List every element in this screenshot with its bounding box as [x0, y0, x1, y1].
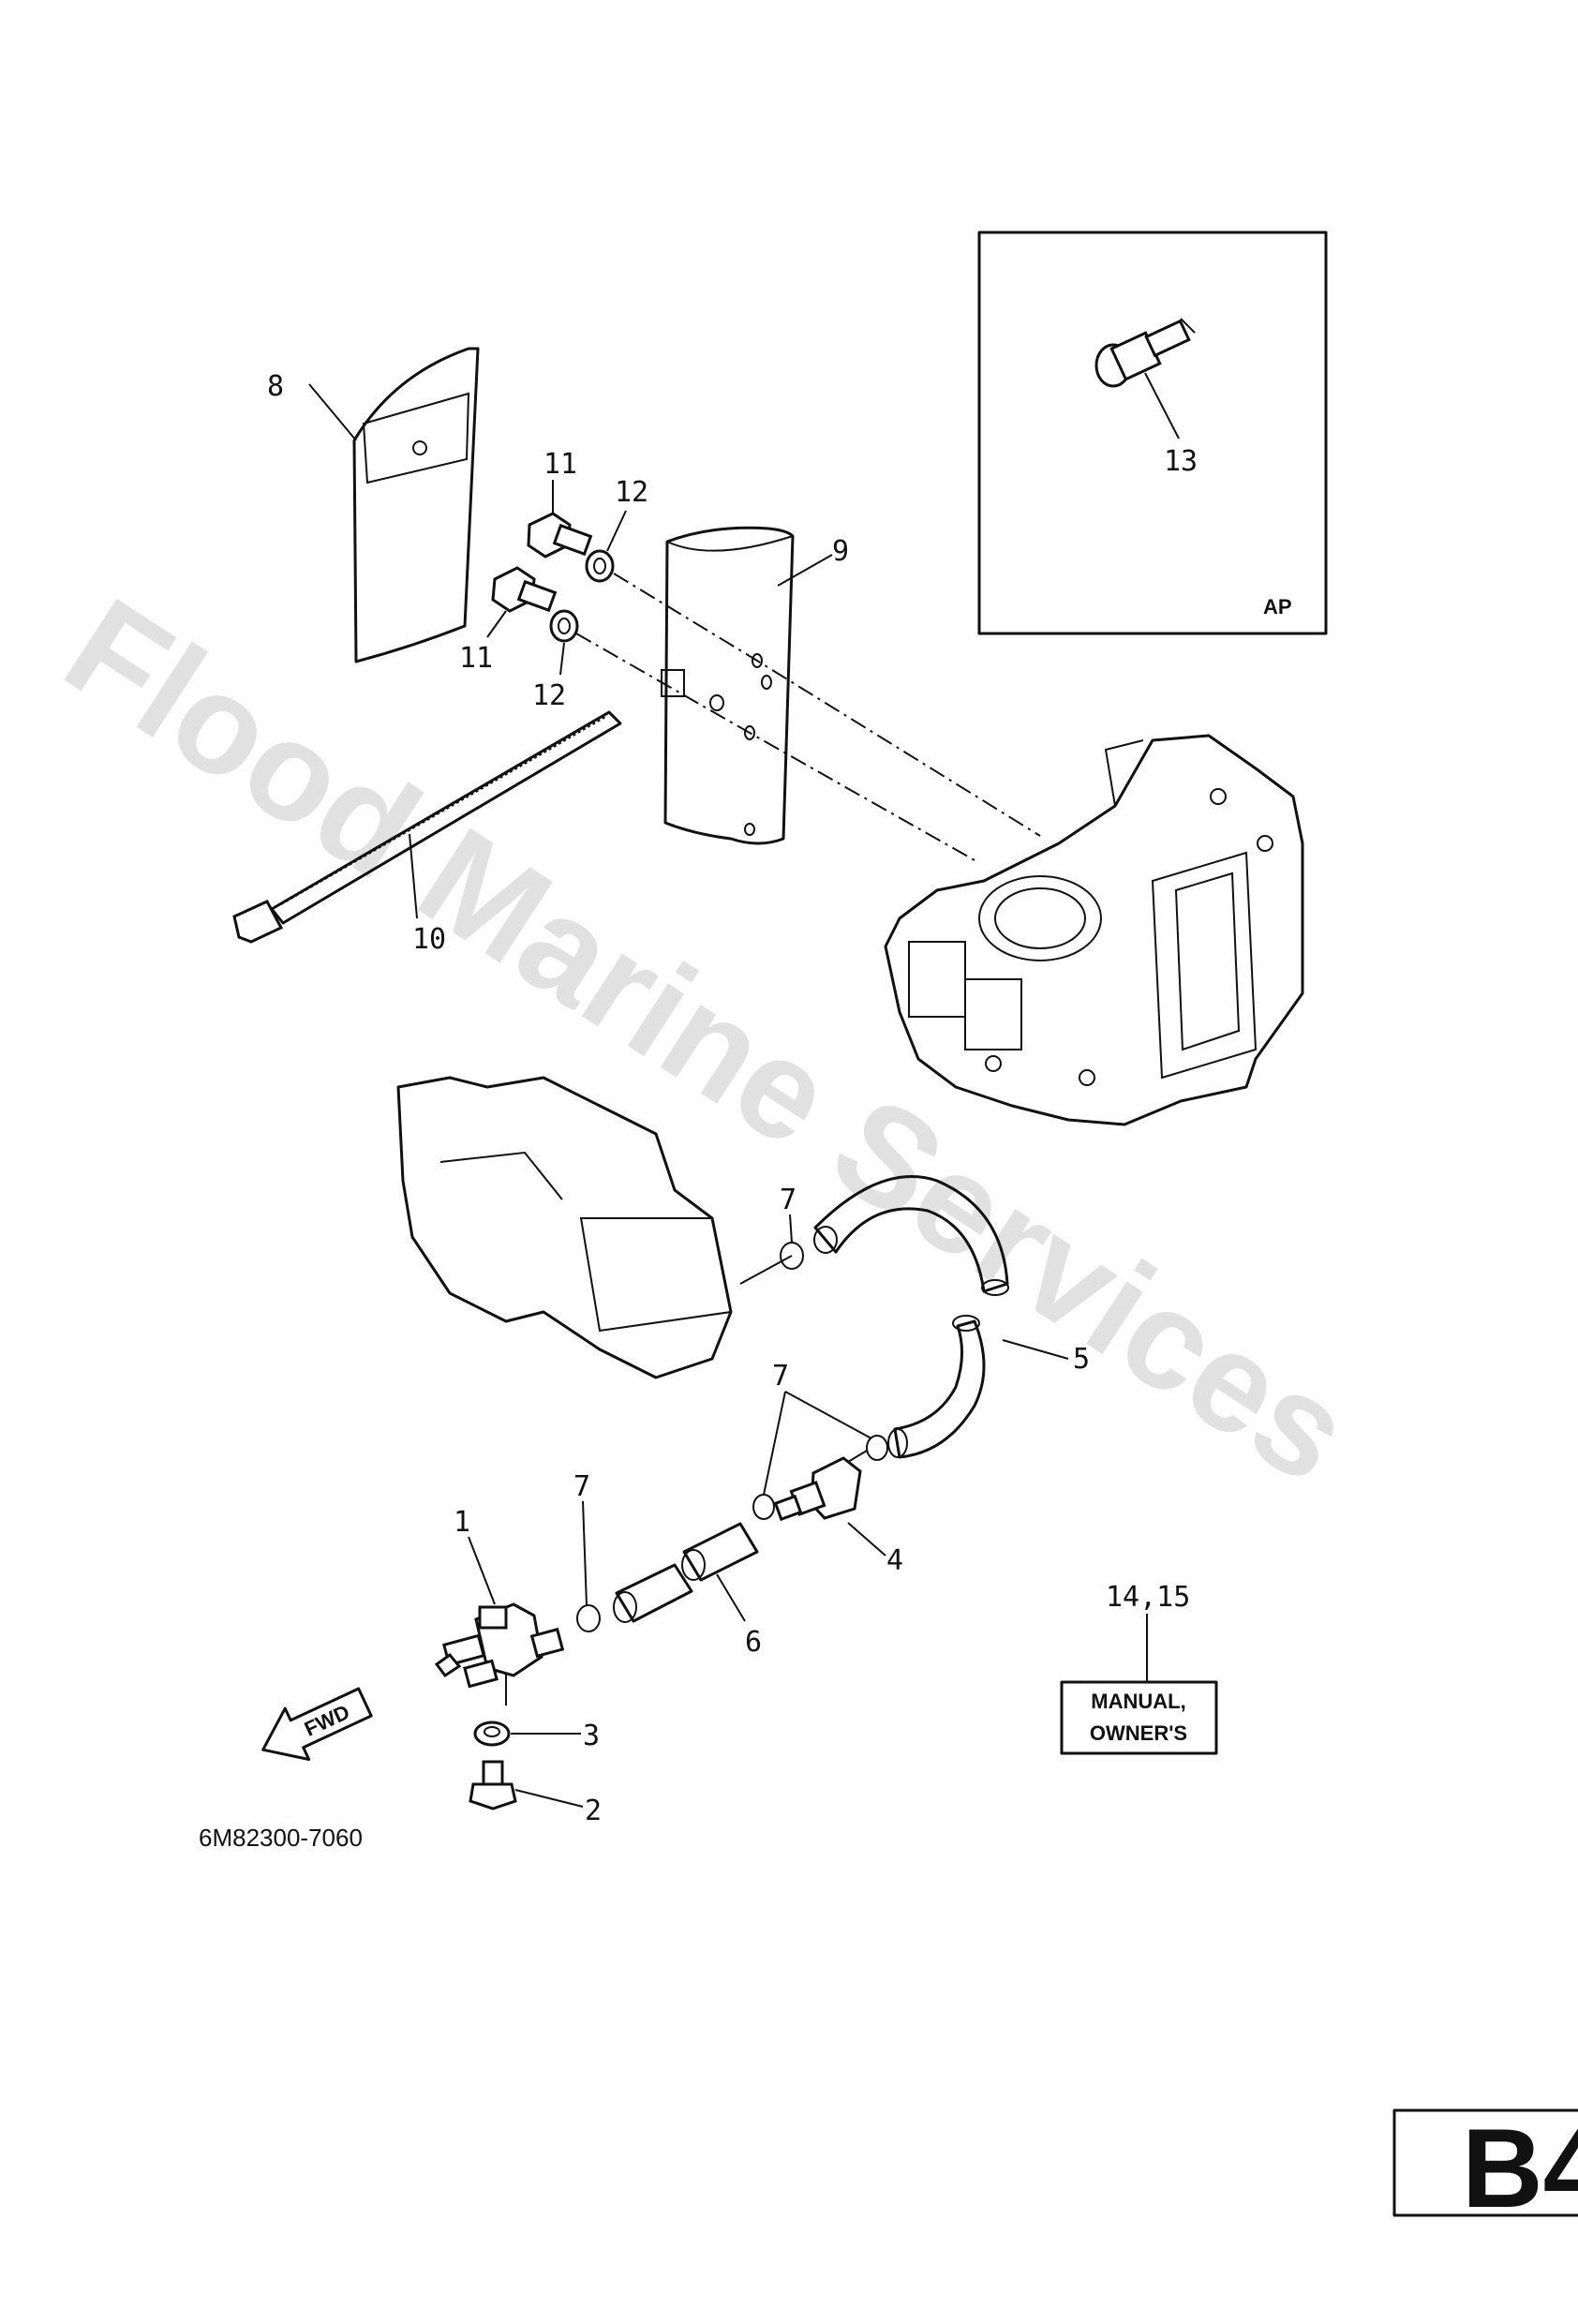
part-1-fuel-connector	[434, 1602, 565, 1706]
label-3: 3	[583, 1720, 600, 1752]
part-13-fitting	[1094, 318, 1196, 388]
page-code-box: B4	[1392, 2106, 1578, 2231]
label-12-upper: 12	[615, 476, 648, 509]
part-3-washer	[473, 1721, 511, 1747]
part-5-hose	[813, 1175, 1009, 1459]
label-14-15: 14,15	[1106, 1581, 1190, 1614]
leader-13	[1144, 372, 1180, 439]
page-code: B4	[1462, 2106, 1578, 2231]
label-5: 5	[1073, 1343, 1090, 1376]
label-6: 6	[745, 1626, 762, 1659]
engine-block	[884, 734, 1304, 1126]
leader-8	[308, 383, 357, 441]
part-11-bolt-upper	[527, 512, 593, 559]
label-13: 13	[1164, 445, 1198, 478]
diagram-code: 6M82300-7060	[199, 1824, 363, 1852]
label-7-lower: 7	[573, 1470, 590, 1503]
label-11-lower: 11	[459, 642, 493, 675]
fwd-label: FWD	[301, 1700, 353, 1741]
label-8: 8	[267, 370, 284, 403]
part-8-cover-sheet	[352, 347, 480, 663]
part-9-plate	[661, 526, 795, 845]
part-12-washer-lower	[549, 609, 579, 643]
part-4-switch	[773, 1450, 868, 1522]
label-2: 2	[585, 1795, 602, 1827]
part-12-washer-upper	[585, 549, 615, 583]
part-7-clip-lower	[576, 1604, 601, 1632]
manual-line2: OWNER'S	[1090, 1721, 1187, 1745]
label-9: 9	[832, 535, 849, 568]
label-12-lower: 12	[532, 679, 566, 712]
manual-line1: MANUAL,	[1091, 1690, 1185, 1713]
label-7-upper: 7	[780, 1184, 796, 1216]
watermark: Flood Marine Services	[40, 568, 1377, 1512]
fwd-arrow-icon: FWD	[261, 1687, 373, 1761]
label-11-upper: 11	[543, 448, 577, 481]
label-1: 1	[454, 1506, 470, 1539]
label-4: 4	[886, 1544, 903, 1577]
powerhead-outline	[396, 1076, 733, 1379]
inset-box: 13 AP	[977, 231, 1328, 635]
inset-tag: AP	[1263, 595, 1292, 618]
label-10: 10	[412, 923, 446, 956]
label-7-mid: 7	[772, 1360, 789, 1393]
owners-manual-box: MANUAL, OWNER'S	[1060, 1680, 1218, 1755]
part-10-cable-tie	[232, 710, 622, 944]
part-2-bolt	[469, 1760, 517, 1810]
part-11-bolt-lower	[491, 566, 558, 613]
part-6-hose-pieces	[613, 1522, 759, 1623]
